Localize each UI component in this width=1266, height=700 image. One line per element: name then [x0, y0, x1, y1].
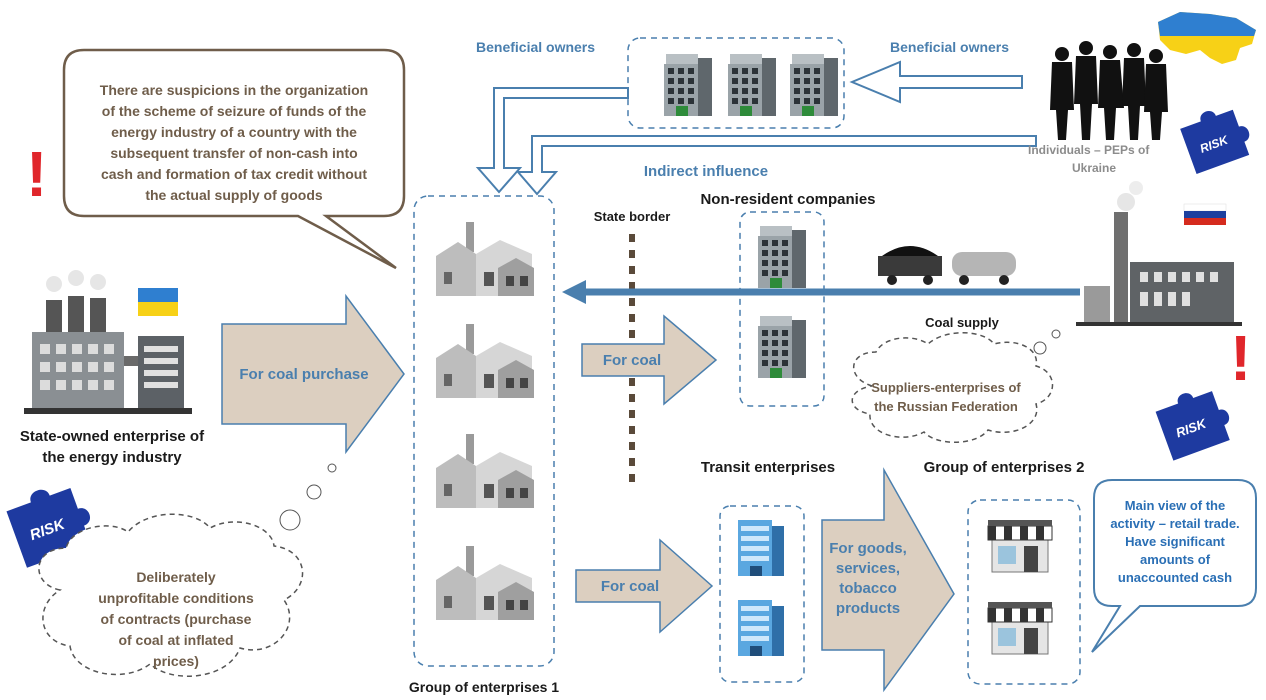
retail-callout-text: Main view of the activity – retail trade… — [1110, 498, 1239, 585]
svg-text:For goods,: For goods, — [829, 540, 907, 557]
svg-text:unaccounted cash: unaccounted cash — [1118, 570, 1232, 585]
beneficial-owners-box — [627, 37, 845, 129]
non-resident-companies-label: Non-resident companies — [700, 191, 875, 208]
svg-text:amounts of: amounts of — [1140, 552, 1211, 567]
svg-text:prices): prices) — [153, 653, 199, 669]
factory-icon — [436, 434, 534, 508]
svg-text:unprofitable conditions: unprofitable conditions — [98, 590, 254, 606]
svg-text:There are suspicions in the or: There are suspicions in the organization — [100, 82, 368, 98]
cloud-left-text: Deliberately unprofitable conditions of … — [98, 569, 254, 669]
factory-icon — [436, 222, 534, 296]
transit-enterprises-label: Transit enterprises — [701, 459, 835, 476]
ukraine-map-icon — [1158, 12, 1256, 64]
blue-office-icon — [738, 520, 784, 576]
state-border-label: State border — [594, 209, 671, 224]
svg-text:tobacco: tobacco — [839, 580, 897, 597]
ukraine-flag-icon — [138, 288, 178, 316]
svg-text:energy industry of a country w: energy industry of a country with the — [111, 124, 357, 140]
shop-icon — [987, 519, 1053, 573]
for-coal-lower-label: For coal — [601, 578, 659, 595]
svg-text:the actual supply of goods: the actual supply of goods — [145, 187, 323, 203]
speech-bubble-text: There are suspicions in the organization… — [100, 82, 368, 203]
svg-text:Have significant: Have significant — [1125, 534, 1225, 549]
transit-box — [719, 505, 805, 683]
for-goods-arrow — [821, 467, 955, 693]
svg-text:of the scheme of seizure of fu: of the scheme of seizure of funds of the — [102, 103, 367, 119]
factory-icon — [436, 546, 534, 620]
for-coal-arrow-upper — [581, 314, 718, 406]
train-wagons-icon — [878, 246, 1016, 285]
cloud-right-text: Suppliers-enterprises of the Russian Fed… — [871, 380, 1021, 414]
russia-flag-icon — [1183, 203, 1227, 225]
speech-bubble — [62, 48, 406, 270]
for-coal-purchase-arrow — [221, 293, 405, 455]
group-1-label: Group of enterprises 1 — [409, 679, 559, 695]
individuals-label-line2: Ukraine — [1072, 161, 1116, 175]
exclamation-icon: ! — [26, 138, 47, 210]
office-building-icon — [728, 54, 776, 116]
factory-icon — [436, 324, 534, 398]
svg-text:of contracts (purchase: of contracts (purchase — [101, 611, 252, 627]
retail-callout — [1091, 479, 1257, 653]
individuals-label-line1: Individuals – PEPs of — [1028, 143, 1150, 157]
office-building-icon — [664, 54, 712, 116]
svg-text:Suppliers-enterprises of: Suppliers-enterprises of — [871, 380, 1021, 395]
group-2-label: Group of enterprises 2 — [924, 459, 1085, 476]
group-2-box — [967, 499, 1081, 685]
beneficial-owners-right-label: Beneficial owners — [890, 39, 1009, 55]
svg-text:services,: services, — [836, 560, 900, 577]
state-enterprise-label-line1: State-owned enterprise of — [20, 428, 205, 445]
svg-text:Main view of the: Main view of the — [1125, 498, 1225, 513]
svg-text:cash and formation of tax cred: cash and formation of tax credit without — [101, 166, 367, 182]
risk-puzzle-icon: RISK — [1155, 391, 1230, 461]
svg-text:of coal at inflated: of coal at inflated — [118, 632, 233, 648]
exclamation-icon: ! — [1230, 322, 1251, 394]
arrowhead-icon — [562, 280, 586, 304]
svg-text:the Russian Federation: the Russian Federation — [874, 399, 1018, 414]
risk-puzzle-icon: RISK — [1180, 109, 1250, 175]
cloud-right — [851, 332, 1054, 443]
svg-text:products: products — [836, 600, 900, 617]
office-building-icon — [758, 226, 806, 288]
svg-text:activity – retail trade.: activity – retail trade. — [1110, 516, 1239, 531]
svg-text:subsequent transfer of non-cas: subsequent transfer of non-cash into — [110, 145, 357, 161]
indirect-influence-label: Indirect influence — [644, 163, 768, 180]
group-1-box — [413, 195, 555, 667]
state-enterprise-label-line2: the energy industry — [42, 449, 182, 466]
coal-supply-label: Coal supply — [925, 315, 999, 330]
non-resident-box — [739, 211, 825, 407]
shop-icon — [987, 601, 1053, 655]
for-coal-arrow-lower — [575, 538, 714, 634]
blue-office-icon — [738, 600, 784, 656]
hollow-arrow-icon — [849, 60, 1023, 104]
office-building-icon — [790, 54, 838, 116]
for-coal-purchase-label: For coal purchase — [239, 366, 368, 383]
for-coal-upper-label: For coal — [603, 352, 661, 369]
svg-text:Deliberately: Deliberately — [136, 569, 216, 585]
power-plant-icon — [24, 270, 192, 414]
for-goods-label: For goods, services, tobacco products — [829, 540, 907, 617]
beneficial-owners-left-label: Beneficial owners — [476, 39, 595, 55]
hollow-arrow-icon — [515, 135, 1037, 196]
hollow-arrow-icon — [475, 87, 629, 194]
peps-silhouette-icon — [1050, 41, 1168, 140]
office-building-icon — [758, 316, 806, 378]
russian-plant-icon — [1076, 181, 1242, 326]
cloud-left — [38, 513, 304, 677]
